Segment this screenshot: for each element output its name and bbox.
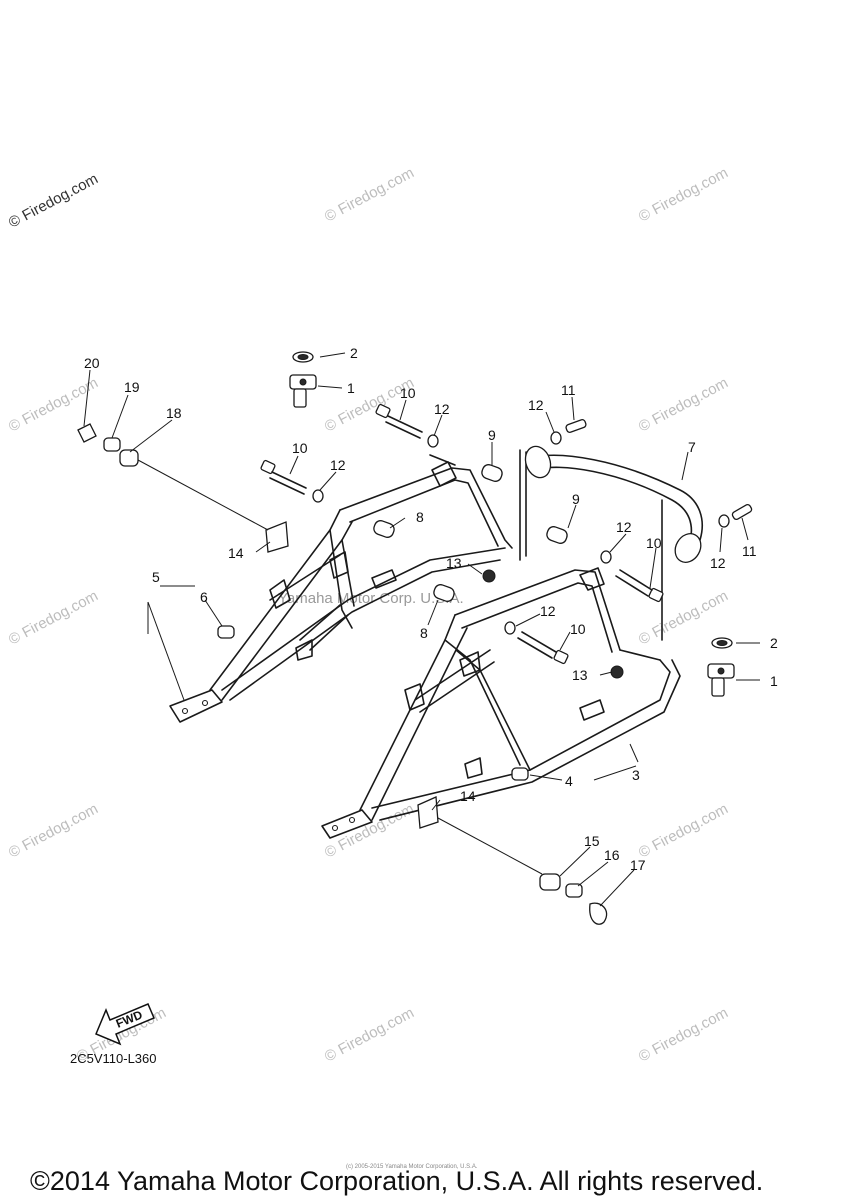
callout-10: 10 — [400, 385, 416, 401]
callout-10: 10 — [292, 440, 308, 456]
watermark: © Firedog.com — [322, 164, 417, 225]
callout-1: 1 — [770, 673, 778, 689]
callout-4: 4 — [565, 773, 573, 789]
callout-12: 12 — [710, 555, 726, 571]
callout-14: 14 — [228, 545, 244, 561]
diagram-code: 2C5V110-L360 — [70, 1051, 157, 1066]
callout-16: 16 — [604, 847, 620, 863]
callout-14: 14 — [460, 788, 476, 804]
watermark: © Firedog.com — [636, 374, 731, 435]
left-frame — [169, 449, 527, 723]
callout-11: 11 — [561, 382, 576, 398]
callout-18: 18 — [166, 405, 182, 421]
watermark: © Firedog.com — [6, 170, 101, 231]
callout-3: 3 — [632, 767, 640, 783]
watermark: © Firedog.com — [636, 800, 731, 861]
callout-1: 1 — [347, 380, 355, 396]
watermark: © Firedog.com — [322, 1004, 417, 1065]
watermark: © Firedog.com — [636, 1004, 731, 1065]
callout-12: 12 — [330, 457, 346, 473]
callout-8: 8 — [420, 625, 428, 641]
callout-15: 15 — [584, 833, 600, 849]
callout-13: 13 — [572, 667, 588, 683]
callout-6: 6 — [200, 589, 208, 605]
watermark: © Firedog.com — [636, 164, 731, 225]
callout-2: 2 — [770, 635, 778, 651]
watermark: © Firedog.com — [322, 800, 417, 861]
callout-12: 12 — [616, 519, 632, 535]
callout-9: 9 — [488, 427, 496, 443]
copyright-footer: ©2014 Yamaha Motor Corporation, U.S.A. A… — [30, 1166, 763, 1196]
callout-5: 5 — [152, 569, 160, 585]
callout-11: 11 — [742, 543, 757, 559]
watermark: © Firedog.com — [6, 800, 101, 861]
callout-12: 12 — [540, 603, 556, 619]
hardware-parts — [77, 351, 753, 925]
watermarks: © Firedog.com © Firedog.com © Firedog.co… — [6, 164, 731, 1065]
watermark-center: Yamaha Motor Corp. U.S.A. — [278, 590, 464, 607]
watermark: © Firedog.com — [322, 374, 417, 435]
callout-17: 17 — [630, 857, 646, 873]
callout-9: 9 — [572, 491, 580, 507]
callout-19: 19 — [124, 379, 140, 395]
callout-12: 12 — [528, 397, 544, 413]
rear-bar — [524, 445, 703, 563]
callout-20: 20 — [84, 355, 100, 371]
callouts: 20 19 18 2 1 10 12 9 12 11 10 12 8 7 14 … — [84, 345, 778, 873]
callout-2: 2 — [350, 345, 358, 361]
watermark: © Firedog.com — [6, 587, 101, 648]
callout-8: 8 — [416, 509, 424, 525]
callout-13: 13 — [446, 555, 462, 571]
fine-print: (c) 2005-2015 Yamaha Motor Corporation, … — [346, 1164, 478, 1170]
callout-10: 10 — [646, 535, 662, 551]
leader-lines — [83, 352, 760, 907]
callout-7: 7 — [688, 439, 696, 455]
callout-10: 10 — [570, 621, 586, 637]
right-frame — [321, 499, 681, 839]
callout-12: 12 — [434, 401, 450, 417]
